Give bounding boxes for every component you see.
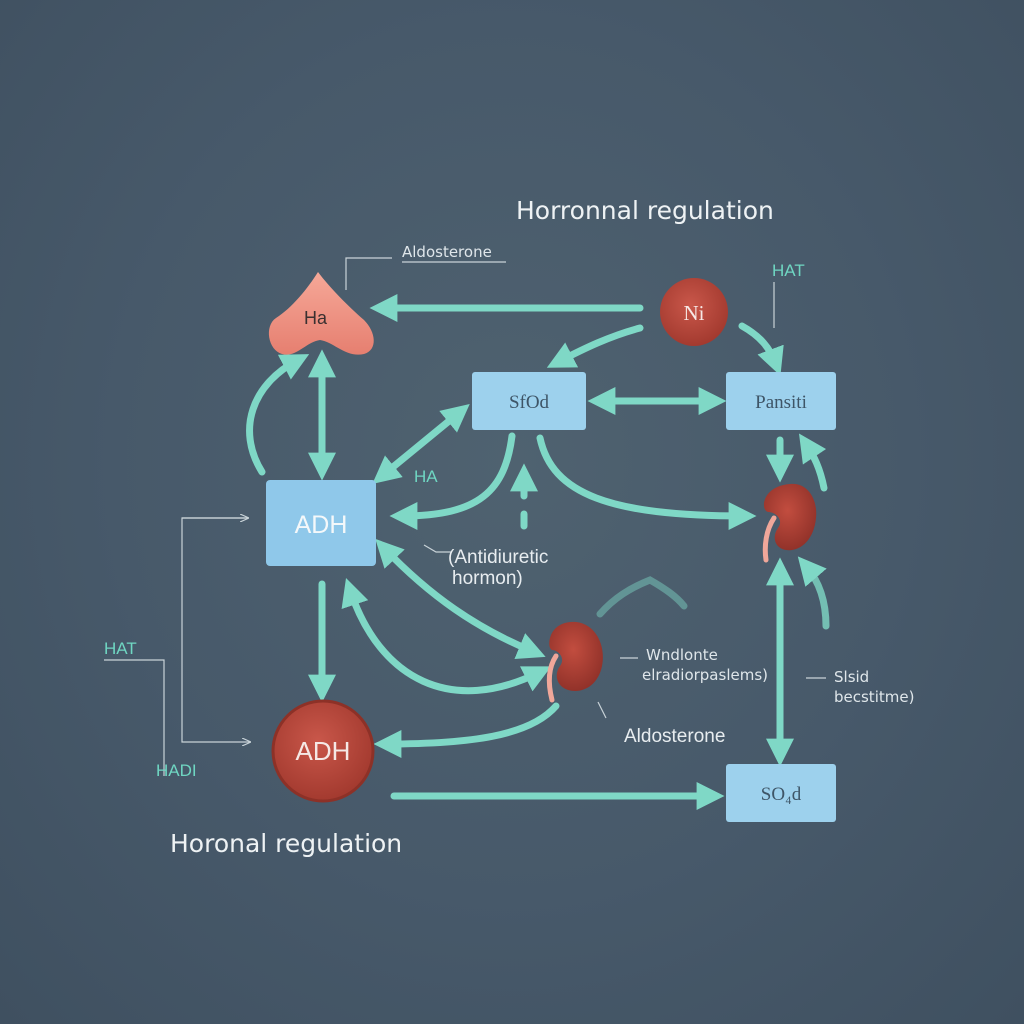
gland-node[interactable]: Ha <box>268 272 374 355</box>
label-wndlonte-2: elradiorpaslems) <box>642 666 768 684</box>
label-aldosterone-top: Aldosterone <box>402 243 492 261</box>
ni-circle-label: Ni <box>684 301 705 325</box>
leader-bracket-left <box>181 517 250 742</box>
kidney-middle-shape <box>549 621 603 691</box>
label-wndlonte-1: Wndlonte <box>646 646 718 664</box>
arrow-faint-arc <box>596 576 688 618</box>
label-hat-top-right: HAT <box>772 261 805 280</box>
adh-circle-shape <box>271 699 375 803</box>
kidney-middle-ureter <box>546 653 559 703</box>
leader-hat-left <box>104 659 165 776</box>
arrow-kidney-return-curve <box>797 556 830 630</box>
arrow-adhbox-kidney-low <box>341 578 552 695</box>
kidney-right-ureter <box>762 515 777 563</box>
leader-aldosterone-bottom <box>597 701 607 719</box>
sfod-box-label: SfOd <box>509 392 550 413</box>
sod-box-node[interactable]: SO₄d <box>726 764 836 822</box>
gland-label: Ha <box>304 308 328 328</box>
adh-box-label: ADH <box>295 511 348 539</box>
arrow-ni-to-pansiti <box>738 322 784 376</box>
sod-box-label: SO₄d <box>761 784 802 805</box>
arrow-sfod-adh-diagonal <box>372 404 470 484</box>
label-hat-left: HAT <box>104 639 137 658</box>
label-aldosterone-bottom: Aldosterone <box>624 726 725 747</box>
kidney-right-node[interactable] <box>762 483 817 563</box>
label-slsid-2: becstitme) <box>834 688 914 706</box>
pansiti-box-node[interactable]: Pansiti <box>726 372 836 430</box>
label-hadi-left: HADI <box>156 761 197 780</box>
leader-aldosterone-top <box>345 257 392 290</box>
pansiti-box-label: Pansiti <box>755 392 807 413</box>
ni-circle-node[interactable]: Ni <box>660 278 728 346</box>
leader-antidiuretic <box>423 544 452 553</box>
arrow-adh-to-gland-curve <box>246 354 310 476</box>
arrow-ni-to-sfod <box>546 324 644 368</box>
kidney-right-shape <box>763 483 817 551</box>
arrow-sfod-to-kidney-right <box>536 434 757 530</box>
adh-circle-node[interactable]: ADH <box>271 699 375 803</box>
label-slsid-1: Slsid <box>834 668 869 686</box>
adh-box-node[interactable]: ADH <box>266 480 376 566</box>
arrow-kidney-to-adhcircle <box>373 702 560 758</box>
arrow-group <box>246 294 830 810</box>
sfod-box-shape <box>472 372 586 430</box>
arrow-kidney-to-pansiti <box>799 433 828 492</box>
ni-circle-shape <box>660 278 728 346</box>
gland-shape <box>268 272 374 355</box>
diagram-caption: Horonal regulation <box>170 829 402 858</box>
adh-circle-label: ADH <box>296 736 351 766</box>
sfod-box-node[interactable]: SfOd <box>472 372 586 430</box>
sod-box-shape <box>726 764 836 822</box>
label-antidiuretic-1: (Antidiuretic <box>448 547 548 568</box>
kidney-middle-node[interactable] <box>546 621 603 703</box>
label-ha-mid: HA <box>414 467 438 486</box>
adh-box-shape <box>266 480 376 566</box>
leader-lines <box>104 257 826 776</box>
arrow-sfod-to-adh-curve <box>389 432 516 530</box>
pansiti-box-shape <box>726 372 836 430</box>
diagram-title: Horronnal regulation <box>516 196 774 225</box>
label-antidiuretic-2: hormon) <box>452 568 523 589</box>
